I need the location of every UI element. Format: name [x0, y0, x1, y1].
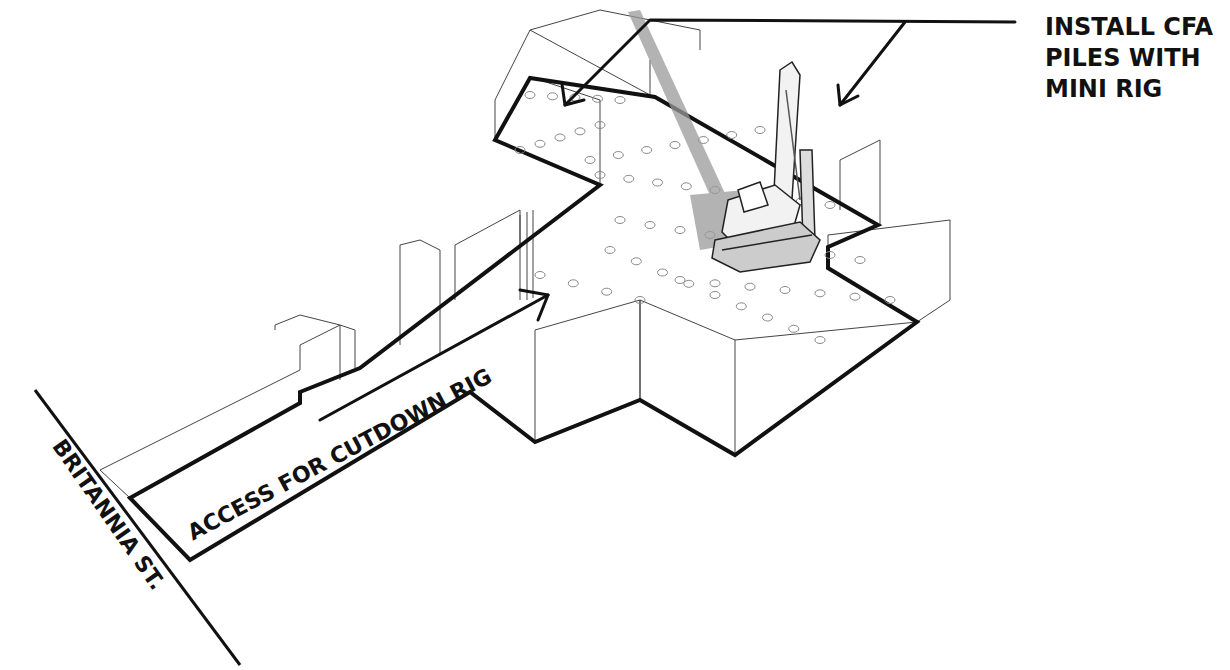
- pile-circle: [815, 337, 825, 344]
- street-name: BRITANNIA ST.: [22, 400, 195, 629]
- pile-circle: [624, 175, 634, 182]
- pile-circle: [613, 152, 623, 159]
- pile-circle: [515, 147, 525, 154]
- pile-circle: [645, 222, 655, 229]
- pile-circle: [535, 140, 545, 147]
- mini-piling-rig: [712, 62, 820, 272]
- pile-circle: [631, 258, 641, 265]
- pile-circle: [575, 128, 585, 135]
- pile-circle: [658, 269, 668, 276]
- pile-circle: [615, 97, 625, 104]
- pile-circle: [670, 142, 680, 149]
- pile-circle: [605, 247, 615, 254]
- pile-grid: [515, 92, 895, 344]
- pile-circle: [548, 93, 558, 100]
- pile-circle: [635, 297, 645, 304]
- pile-circle: [568, 280, 578, 287]
- pile-circle: [855, 257, 865, 264]
- pile-circle: [585, 157, 595, 164]
- pile-circle: [736, 303, 746, 310]
- pile-circle: [755, 127, 765, 134]
- pile-circle: [595, 122, 605, 129]
- pile-note: INSTALL CFA PILES WITH MINI RIG: [1045, 12, 1220, 106]
- pile-circle: [602, 288, 612, 295]
- pile-circle: [780, 287, 790, 294]
- pile-circle: [681, 183, 691, 190]
- pile-circle: [525, 92, 535, 99]
- pile-circle: [710, 280, 720, 287]
- access-note: ACCESS FOR CUTDOWN RIG: [166, 353, 515, 557]
- pile-circle: [763, 314, 773, 321]
- pile-circle: [815, 290, 825, 297]
- pile-circle: [593, 95, 603, 102]
- pile-circle: [675, 227, 685, 234]
- pile-circle: [615, 217, 625, 224]
- site-boundary: [130, 78, 917, 560]
- pile-circle: [642, 147, 652, 154]
- pile-circle: [825, 202, 835, 209]
- pile-circle: [885, 297, 895, 304]
- leader-arrows: [320, 20, 1015, 420]
- pile-circle: [850, 293, 860, 300]
- pile-circle: [684, 280, 694, 287]
- pile-circle: [825, 252, 835, 259]
- pile-circle: [710, 292, 720, 299]
- pile-circle: [675, 277, 685, 284]
- pile-circle: [727, 132, 737, 139]
- pile-circle: [745, 283, 755, 290]
- pile-circle: [653, 179, 663, 186]
- pile-circle: [789, 325, 799, 332]
- pile-circle: [595, 172, 605, 179]
- pile-circle: [555, 134, 565, 141]
- pile-circle: [535, 272, 545, 279]
